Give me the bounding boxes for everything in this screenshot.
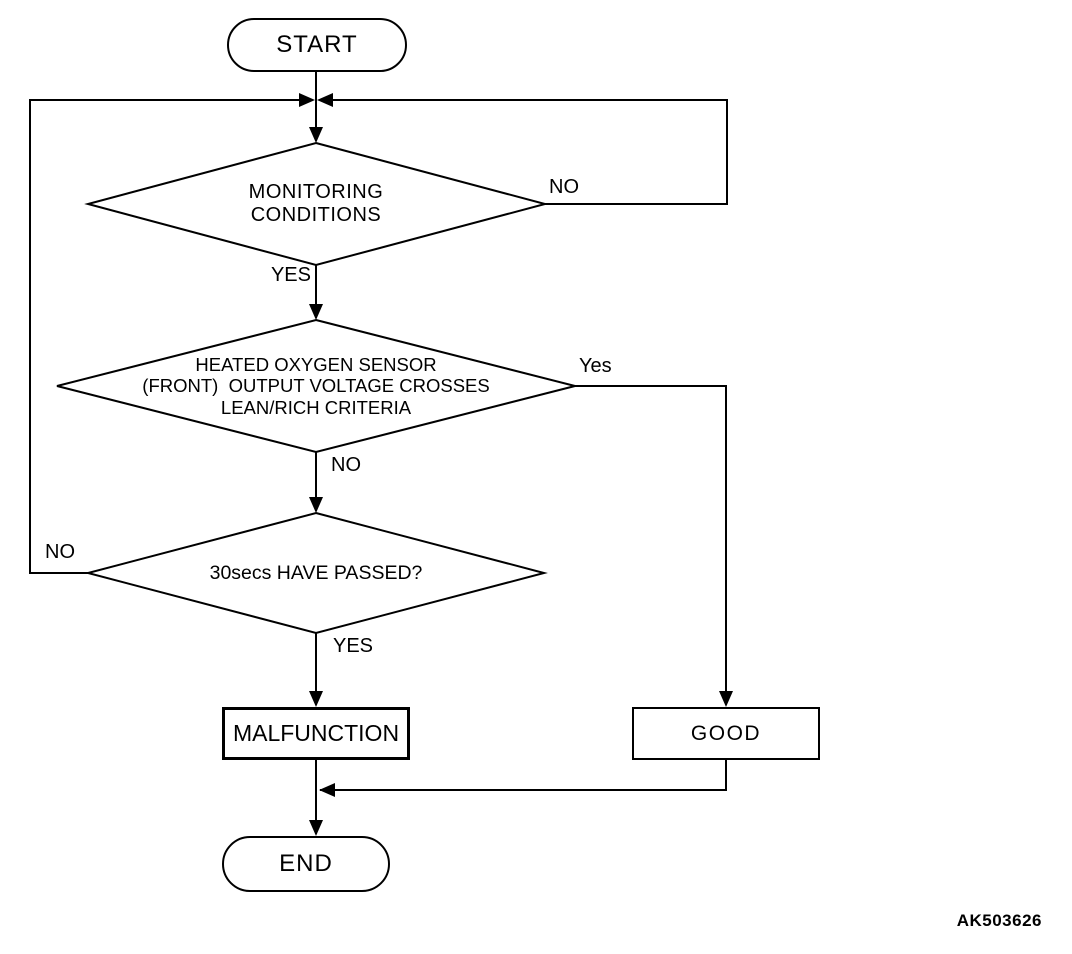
good-node: GOOD (632, 707, 820, 760)
end-node: END (222, 836, 390, 892)
arrowhead-into-end (309, 820, 323, 836)
arrowhead-into-monitoring (309, 127, 323, 143)
edge-timer-no-loop (29, 99, 300, 574)
branch-label-monitoring-no: NO (549, 176, 579, 198)
arrowhead-merge-into-end-line (319, 783, 335, 797)
branch-label-timer-no: NO (45, 541, 75, 563)
edge-good-to-merge (320, 760, 727, 791)
arrowhead-into-malfunction (309, 691, 323, 707)
arrowhead-junction-from-left (299, 93, 315, 107)
branch-label-oxygen-yes: Yes (579, 355, 612, 377)
branch-label-timer-yes: YES (333, 635, 374, 657)
arrowhead-into-timer (309, 497, 323, 513)
start-label: START (276, 31, 358, 58)
arrowhead-junction-from-right (317, 93, 333, 107)
malfunction-node: MALFUNCTION (222, 707, 410, 760)
edge-oxygen-yes-to-good (575, 385, 727, 705)
start-node: START (227, 18, 407, 72)
decision-monitoring-label: MONITORING CONDITIONS (248, 181, 384, 226)
decision-oxygen-label: HEATED OXYGEN SENSOR (FRONT) OUTPUT VOLT… (142, 354, 490, 418)
arrowhead-into-good (719, 691, 733, 707)
malfunction-label: MALFUNCTION (232, 720, 400, 746)
decision-oxygen-shape (56, 318, 576, 454)
good-label: GOOD (690, 721, 762, 745)
edge-monitoring-no-loop (332, 99, 728, 205)
end-label: END (279, 850, 333, 877)
arrowhead-into-oxygen (309, 304, 323, 320)
branch-label-oxygen-no: NO (331, 454, 361, 476)
figure-code: AK503626 (956, 911, 1042, 930)
decision-monitoring-shape (84, 141, 549, 267)
branch-label-monitoring-yes: YES (270, 264, 311, 286)
decision-timer-label: 30secs HAVE PASSED? (209, 561, 423, 584)
decision-timer-shape (84, 511, 548, 635)
